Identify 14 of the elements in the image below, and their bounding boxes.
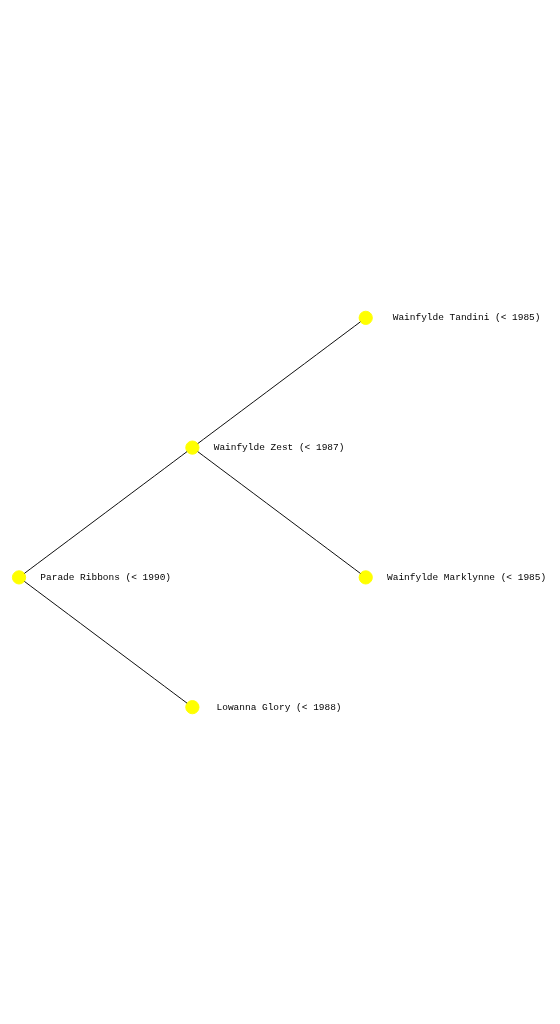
node-label: Wainfylde Zest (< 1987)	[213, 441, 345, 453]
node-circle	[185, 440, 200, 455]
node-circle	[11, 569, 27, 584]
connector	[197, 450, 361, 574]
node-label: Parade Ribbons (< 1990)	[40, 571, 172, 583]
node-label: Wainfylde Marklynne (< 1985)	[387, 571, 547, 583]
node-circle	[358, 569, 373, 584]
connector	[197, 320, 361, 444]
connector	[23, 450, 188, 574]
node-circle	[358, 310, 373, 325]
node-circle	[185, 699, 200, 714]
node-label: Lowanna Glory (< 1988)	[216, 701, 342, 713]
node-label: Wainfylde Tandini (< 1985)	[392, 311, 541, 323]
connector	[23, 580, 188, 704]
